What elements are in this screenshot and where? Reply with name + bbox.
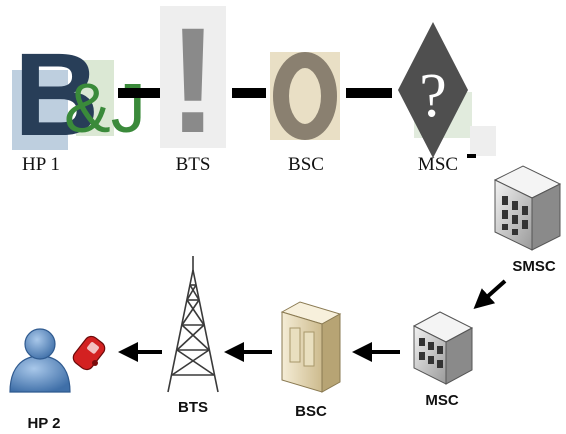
- bts-exclamation-icon: !: [168, 0, 218, 164]
- connector-hp1-bts: [118, 88, 160, 98]
- bottom-row: SMSC MSC BSC: [9, 165, 562, 432]
- label-bts-top: BTS: [176, 154, 211, 175]
- msc-building-icon: [412, 311, 474, 385]
- bts-symbol-backdrop: [160, 6, 226, 148]
- top-row: B &J ! ? HP 1 BTS BSC MSC: [12, 0, 496, 175]
- arrow-smsc-to-msc: [473, 279, 507, 309]
- logo-backdrop-left: [12, 70, 68, 150]
- logo-letter-b: B: [14, 29, 99, 161]
- label-hp1: HP 1: [22, 154, 60, 175]
- msc-diamond-icon: [398, 22, 468, 158]
- label-bsc-top: BSC: [288, 154, 324, 175]
- bsc-ring-icon: [273, 52, 337, 140]
- logo-letters-amp-j: &J: [64, 69, 146, 147]
- bts-symbol: !: [160, 0, 226, 164]
- msc-question-icon: ?: [419, 62, 447, 130]
- msc-symbol-backdrop-2: [470, 126, 496, 156]
- label-msc-bottom: MSC: [425, 392, 459, 409]
- label-smsc: SMSC: [512, 258, 556, 275]
- bts-tower-icon: [167, 256, 219, 393]
- msc-symbol: ?: [398, 22, 496, 158]
- hp1-logo: B &J: [12, 29, 146, 161]
- label-bsc-bottom: BSC: [295, 403, 327, 420]
- mobile-phone-icon: [72, 335, 106, 371]
- connector-bts-bsc: [232, 88, 266, 98]
- label-hp2: HP 2: [27, 415, 60, 432]
- smsc-building-icon: [493, 165, 562, 251]
- label-msc-top: MSC: [418, 154, 458, 175]
- person-icon: [9, 328, 71, 393]
- connector-bsc-msc: [346, 88, 392, 98]
- bsc-symbol: [270, 52, 340, 140]
- msc-dash: [467, 154, 476, 158]
- logo-backdrop-right: [76, 60, 114, 136]
- bsc-cabinet-icon: [280, 301, 342, 393]
- label-bts-bottom: BTS: [178, 399, 208, 416]
